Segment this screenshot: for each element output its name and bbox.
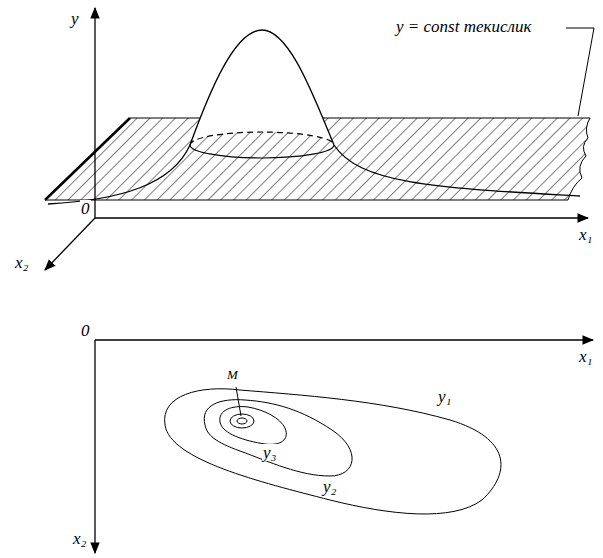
- axis-label: 0: [80, 322, 91, 339]
- optimum-point: [237, 418, 247, 424]
- contour-line: [220, 407, 286, 445]
- axis-label: y = const текислик: [395, 18, 532, 35]
- contour-line: [204, 400, 352, 476]
- axis-label: x₁: [578, 226, 593, 243]
- section-back: [190, 132, 334, 145]
- surface-cover: [190, 30, 334, 145]
- axis-label: x₂: [72, 530, 87, 547]
- plane-edge: [45, 118, 130, 200]
- x2-axis: [94, 340, 95, 553]
- leader-line: [566, 28, 594, 116]
- axis-label: y₃: [262, 444, 277, 461]
- axis-label: M: [226, 368, 239, 381]
- axis-label: 0: [80, 200, 91, 217]
- contour-line: [230, 414, 254, 428]
- x2-axis: [45, 218, 95, 270]
- axis-label: y₂: [322, 478, 337, 495]
- contour-line: [165, 389, 501, 514]
- axis-label: x₂: [14, 254, 29, 271]
- axis-label: y₁: [437, 388, 452, 405]
- x1-axis: [95, 217, 588, 218]
- axis-label: y: [70, 10, 80, 27]
- surface-profile: [48, 30, 580, 204]
- axis-label: x₁: [578, 348, 593, 365]
- leader-line: [236, 387, 241, 416]
- x1-axis: [95, 339, 593, 340]
- section-front: [190, 145, 334, 158]
